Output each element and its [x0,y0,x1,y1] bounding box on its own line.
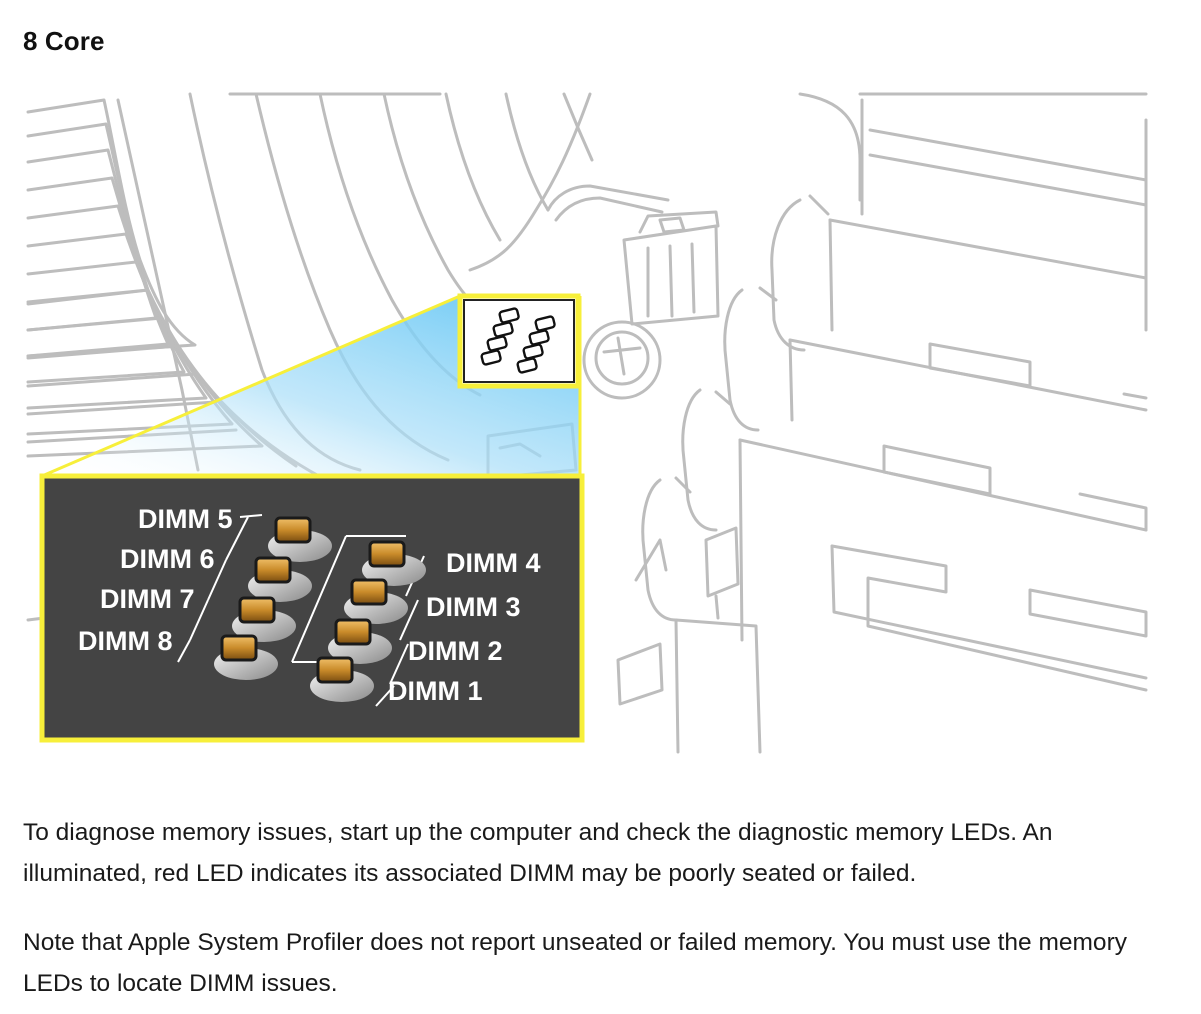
section-heading: 8 Core [23,26,105,56]
profiler-note-paragraph: Note that Apple System Profiler does not… [23,929,1127,997]
label-dimm-6: DIMM 6 [120,544,215,574]
label-dimm-4: DIMM 4 [446,548,541,578]
memory-led-diagram: DIMM 5 DIMM 6 DIMM 7 DIMM 8 DIMM 4 DIMM … [26,92,1148,754]
led-dimm-8 [214,634,278,680]
label-dimm-3: DIMM 3 [426,592,521,622]
callout-beam [42,296,580,476]
led-highlight-box [457,293,581,389]
screw [582,320,662,400]
led-array [214,516,426,702]
label-dimm-1: DIMM 1 [388,676,483,706]
label-dimm-2: DIMM 2 [408,636,503,666]
led-dimm-6 [248,556,312,602]
label-dimm-7: DIMM 7 [100,584,195,614]
led-dimm-7 [232,596,296,642]
diagnose-paragraph: To diagnose memory issues, start up the … [23,819,1053,887]
sensor-connector [546,184,720,326]
led-dimm-5 [268,516,332,562]
label-dimm-5: DIMM 5 [138,504,233,534]
led-dimm-2 [328,618,392,664]
memory-cards [616,92,1148,754]
led-dimm-4 [362,540,426,586]
led-inset-panel: DIMM 5 DIMM 6 DIMM 7 DIMM 8 DIMM 4 DIMM … [39,473,585,743]
led-dimm-1 [310,656,374,702]
label-dimm-8: DIMM 8 [78,626,173,656]
led-dimm-3 [344,578,408,624]
